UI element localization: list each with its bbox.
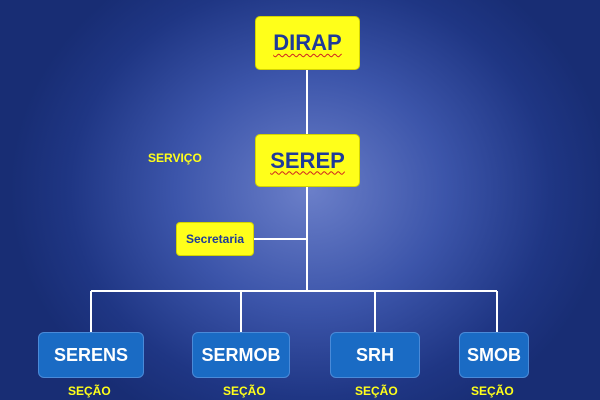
section-caption-srh: SEÇÃO [355, 384, 398, 398]
node-serens-label: SERENS [53, 344, 129, 365]
node-dirap: DIRAP [255, 16, 360, 70]
node-secretaria: Secretaria [176, 222, 254, 256]
node-sermob-label: SERMOB [201, 344, 281, 365]
section-caption-smob: SEÇÃO [471, 384, 514, 398]
node-dirap-label: DIRAP [273, 30, 342, 55]
node-srh-label: SRH [355, 344, 394, 365]
service-caption: SERVIÇO [148, 151, 202, 165]
node-sermob: SERMOB [192, 332, 290, 378]
node-serep: SEREP [255, 134, 360, 187]
section-caption-serens: SEÇÃO [68, 384, 111, 398]
node-serens: SERENS [38, 332, 144, 378]
node-serep-label: SEREP [270, 147, 345, 173]
node-srh: SRH [330, 332, 420, 378]
node-smob: SMOB [459, 332, 529, 378]
section-caption-sermob: SEÇÃO [223, 384, 266, 398]
node-secretaria-label: Secretaria [185, 232, 245, 246]
node-smob-label: SMOB [467, 344, 521, 365]
